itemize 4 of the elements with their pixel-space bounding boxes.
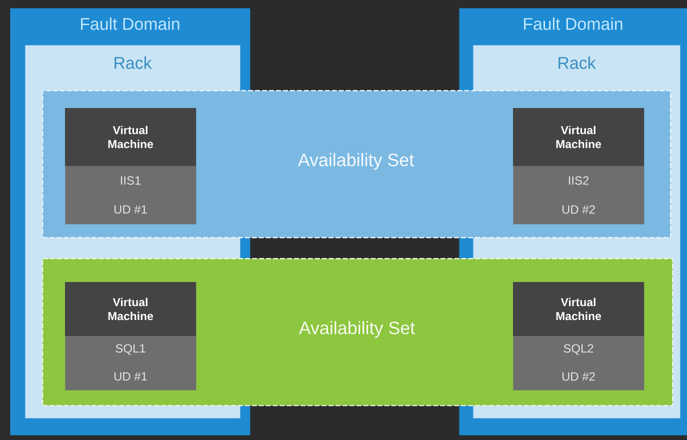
virtual-machine-box: Virtual Machine IIS2 UD #2 [513, 108, 644, 224]
virtual-machine-box: Virtual Machine IIS1 UD #1 [65, 108, 196, 224]
virtual-machine-box: Virtual Machine SQL1 UD #1 [65, 282, 196, 390]
virtual-machine-box: Virtual Machine SQL2 UD #2 [513, 282, 644, 390]
